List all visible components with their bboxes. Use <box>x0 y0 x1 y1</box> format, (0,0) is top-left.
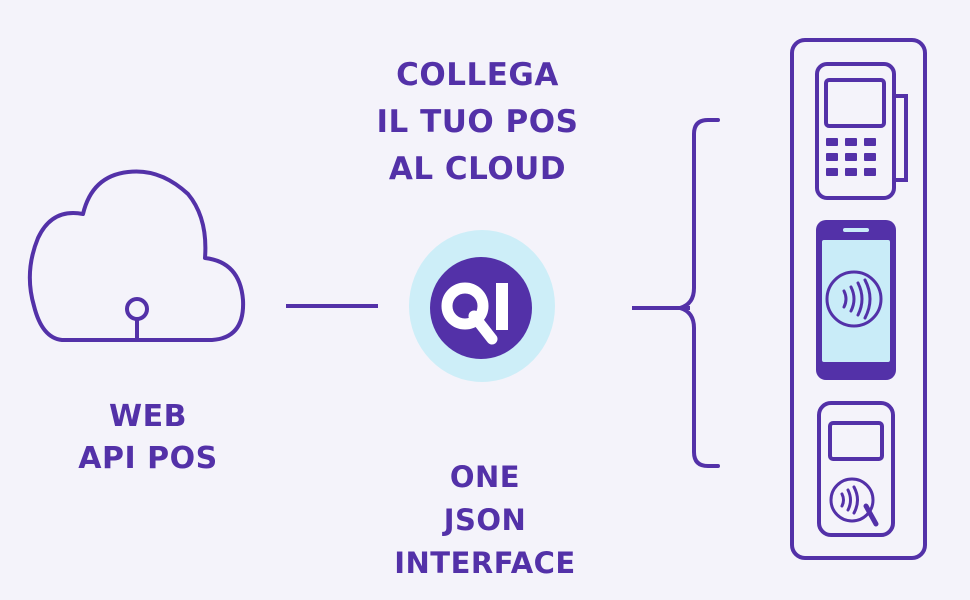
cloud-label: WEB API POS <box>38 396 258 480</box>
cloud-label-line-2: API POS <box>78 441 218 476</box>
json-label-line-1: ONE <box>449 460 521 494</box>
contactless-reader-icon <box>817 401 895 537</box>
qi-hub <box>409 230 555 382</box>
cloud-connector-icon <box>125 297 149 340</box>
headline-line-3: AL CLOUD <box>388 151 567 187</box>
json-label-line-2: JSON <box>443 503 527 537</box>
smartphone-nfc-icon <box>816 220 896 380</box>
device-panel <box>790 38 927 560</box>
headline: COLLEGA IL TUO POS AL CLOUD <box>345 52 610 193</box>
cloud-icon <box>27 169 246 342</box>
pos-terminal-icon <box>815 62 908 200</box>
headline-line-1: COLLEGA <box>396 57 559 93</box>
brace-icon <box>672 118 720 468</box>
headline-line-2: IL TUO POS <box>376 104 579 140</box>
cloud-label-line-1: WEB <box>109 399 187 434</box>
json-interface-label: ONE JSON INTERFACE <box>360 456 610 585</box>
json-label-line-3: INTERFACE <box>394 546 576 580</box>
